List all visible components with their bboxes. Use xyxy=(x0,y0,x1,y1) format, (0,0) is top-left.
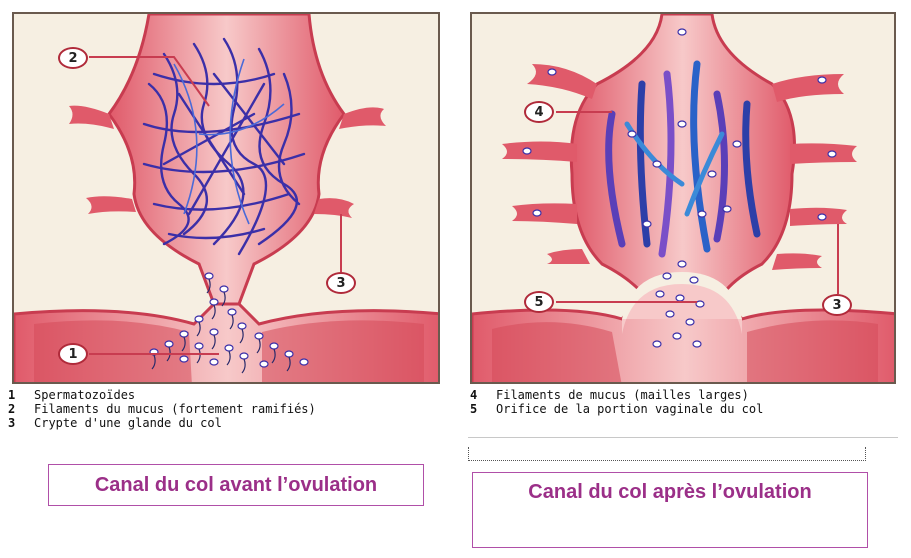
cervical-canal-before-illustration xyxy=(14,14,438,382)
caption-before-ovulation: Canal du col avant l’ovulation xyxy=(48,464,424,506)
diagram-before-ovulation: 2 3 1 xyxy=(12,12,440,384)
callout-5: 5 xyxy=(524,291,554,313)
callout-1: 1 xyxy=(58,343,88,365)
cervical-canal-after-illustration xyxy=(472,14,894,382)
callout-3: 3 xyxy=(326,272,356,294)
callout-3: 3 xyxy=(822,294,852,316)
caption-after-ovulation: Canal du col après l’ovulation xyxy=(472,472,868,548)
dotted-divider xyxy=(468,447,866,461)
divider xyxy=(468,437,898,438)
callout-4: 4 xyxy=(524,101,554,123)
callout-2: 2 xyxy=(58,47,88,69)
diagram-after-ovulation: 4 5 3 xyxy=(470,12,896,384)
